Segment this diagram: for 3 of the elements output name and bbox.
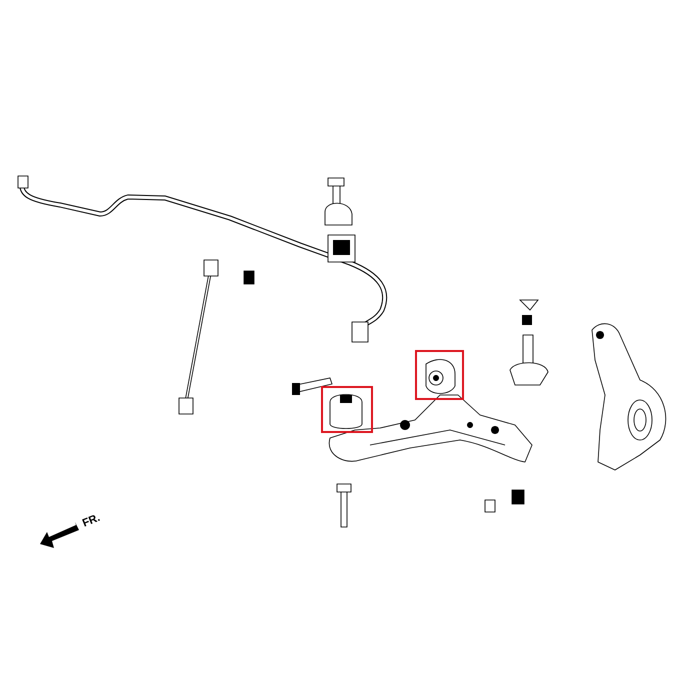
highlight-box <box>415 350 464 400</box>
direction-label: FR. <box>82 515 100 527</box>
highlight-box <box>321 386 373 433</box>
